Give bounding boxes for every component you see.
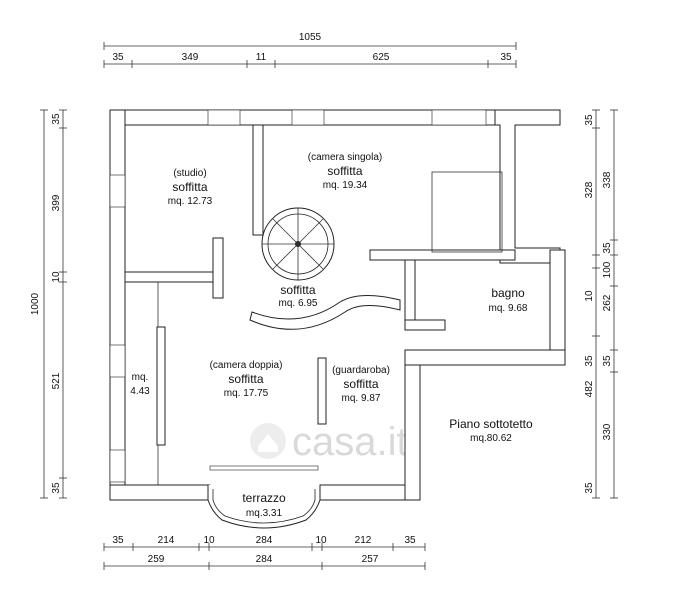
- room-camera-singola: (camera singola) soffitta mq. 19.34: [308, 152, 382, 191]
- walls: [109, 109, 566, 501]
- right-dimensions: 35 328 10 35 482 35 338 35 100 262 35 33…: [584, 109, 618, 499]
- dim-left-seg: 521: [51, 372, 62, 389]
- watermark-house-icon: [250, 423, 286, 459]
- room-bagno: bagno mq. 9.68: [489, 286, 528, 314]
- room-guardaroba: (guardaroba) soffitta mq. 9.87: [332, 365, 390, 404]
- dim-bottom-total: 284: [256, 554, 273, 565]
- dim-bottom-seg: 10: [315, 535, 327, 546]
- room-name: bagno: [491, 286, 525, 300]
- dim-top-total: 1055: [299, 32, 322, 43]
- dim-right-outer: 338: [602, 171, 613, 188]
- floor-area: mq.80.62: [470, 433, 512, 444]
- dim-right-outer: 35: [602, 355, 613, 367]
- dim-bottom-seg: 212: [355, 535, 372, 546]
- room-name: soffitta: [228, 372, 263, 386]
- dim-bottom-seg: 35: [404, 535, 416, 546]
- room-area: mq. 9.87: [342, 393, 381, 404]
- dim-left-seg: 10: [51, 271, 62, 283]
- dim-top-seg: 35: [112, 52, 124, 63]
- room-terrazzo: terrazzo mq.3.31: [242, 491, 286, 519]
- dim-bottom-seg: 10: [203, 535, 215, 546]
- watermark: casa.it: [250, 420, 408, 464]
- left-dimensions: 1000 35 399 10 521 35: [30, 109, 67, 499]
- room-studio: (studio) soffitta mq. 12.73: [168, 168, 213, 207]
- room-name: terrazzo: [242, 491, 286, 505]
- room-name: mq.: [132, 372, 149, 383]
- dim-left-seg: 35: [51, 482, 62, 494]
- terrazzo-balcony: [207, 465, 321, 529]
- room-camera-doppia: (camera doppia) soffitta mq. 17.75: [210, 360, 283, 399]
- room-area: mq. 9.68: [489, 303, 528, 314]
- watermark-text: casa.it: [292, 420, 408, 464]
- dim-top-seg: 35: [500, 52, 512, 63]
- floor-summary: Piano sottotetto mq.80.62: [449, 417, 533, 444]
- room-name: soffitta: [327, 164, 362, 178]
- dim-bottom-seg: 35: [112, 535, 124, 546]
- top-dimensions: 1055 35 349 11 625 35: [103, 32, 517, 68]
- dim-top-seg: 349: [182, 52, 199, 63]
- dim-bottom-seg: 214: [158, 535, 175, 546]
- dim-left-seg: 399: [51, 194, 62, 211]
- room-area: mq. 12.73: [168, 196, 213, 207]
- dim-bottom-total: 259: [148, 554, 165, 565]
- room-area: mq. 17.75: [224, 388, 269, 399]
- floor-name: Piano sottotetto: [449, 417, 533, 431]
- dim-right-inner: 35: [584, 355, 595, 367]
- room-area: mq.3.31: [246, 508, 283, 519]
- dim-left-total: 1000: [30, 292, 41, 315]
- spiral-staircase-icon: [261, 207, 335, 281]
- dim-right-outer: 100: [602, 261, 613, 278]
- dim-bottom-total: 257: [362, 554, 379, 565]
- dim-right-inner: 482: [584, 380, 595, 397]
- room-tag: (camera singola): [308, 152, 382, 163]
- dim-top-seg: 625: [373, 52, 390, 63]
- room-disimpegno: soffitta mq. 6.95: [279, 283, 318, 309]
- room-name: soffitta: [280, 283, 315, 297]
- dim-right-outer: 262: [602, 294, 613, 311]
- room-tag: (guardaroba): [332, 365, 390, 376]
- dim-right-inner: 35: [584, 482, 595, 494]
- dim-bottom-seg: 284: [256, 535, 273, 546]
- dim-right-outer: 330: [602, 423, 613, 440]
- bottom-dimensions: 35 214 10 284 10 212 35 259 284 257: [103, 535, 426, 570]
- room-area: mq. 6.95: [279, 298, 318, 309]
- room-area: 4.43: [130, 386, 150, 397]
- dim-top-seg: 11: [256, 52, 267, 63]
- room-area: mq. 19.34: [323, 180, 368, 191]
- room-tag: (studio): [173, 168, 206, 179]
- room-name: soffitta: [172, 180, 207, 194]
- dim-right-outer: 35: [602, 242, 613, 254]
- room-ripostiglio: mq. 4.43: [130, 372, 150, 397]
- room-name: soffitta: [343, 377, 378, 391]
- room-tag: (camera doppia): [210, 360, 283, 371]
- dim-right-inner: 328: [584, 181, 595, 198]
- dim-right-inner: 35: [584, 114, 595, 126]
- dim-left-seg: 35: [51, 113, 62, 125]
- dim-right-inner: 10: [584, 290, 595, 302]
